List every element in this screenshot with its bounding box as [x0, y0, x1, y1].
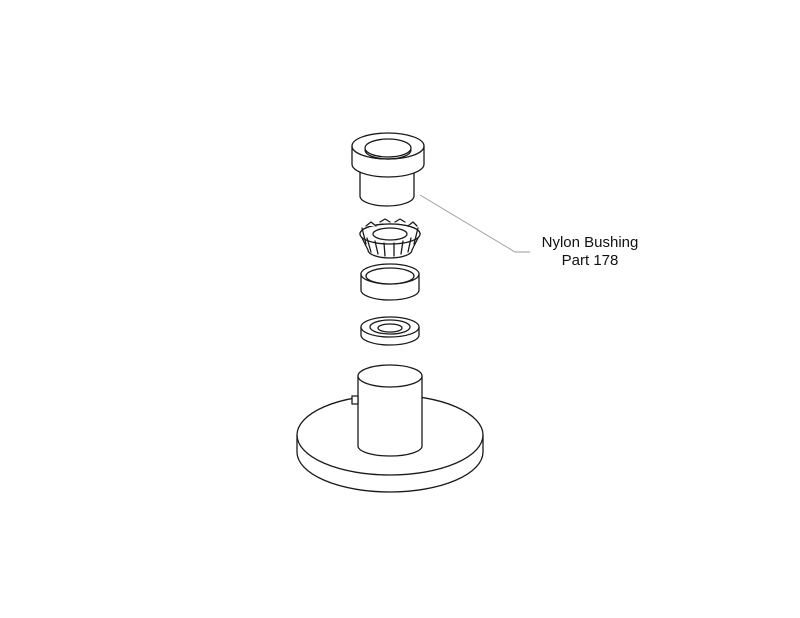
roller-bearing-cage: [359, 218, 421, 259]
callout-label: Nylon Bushing Part 178: [520, 234, 660, 270]
seal-washer: [360, 316, 420, 346]
callout-part-number: Part 178: [561, 252, 619, 269]
base-plate-spindle: [296, 364, 484, 493]
callout-leader-line: [419, 194, 530, 253]
callout-part-name: Nylon Bushing: [541, 234, 639, 251]
bearing-cup: [360, 263, 420, 301]
nylon-bushing: [351, 132, 425, 207]
